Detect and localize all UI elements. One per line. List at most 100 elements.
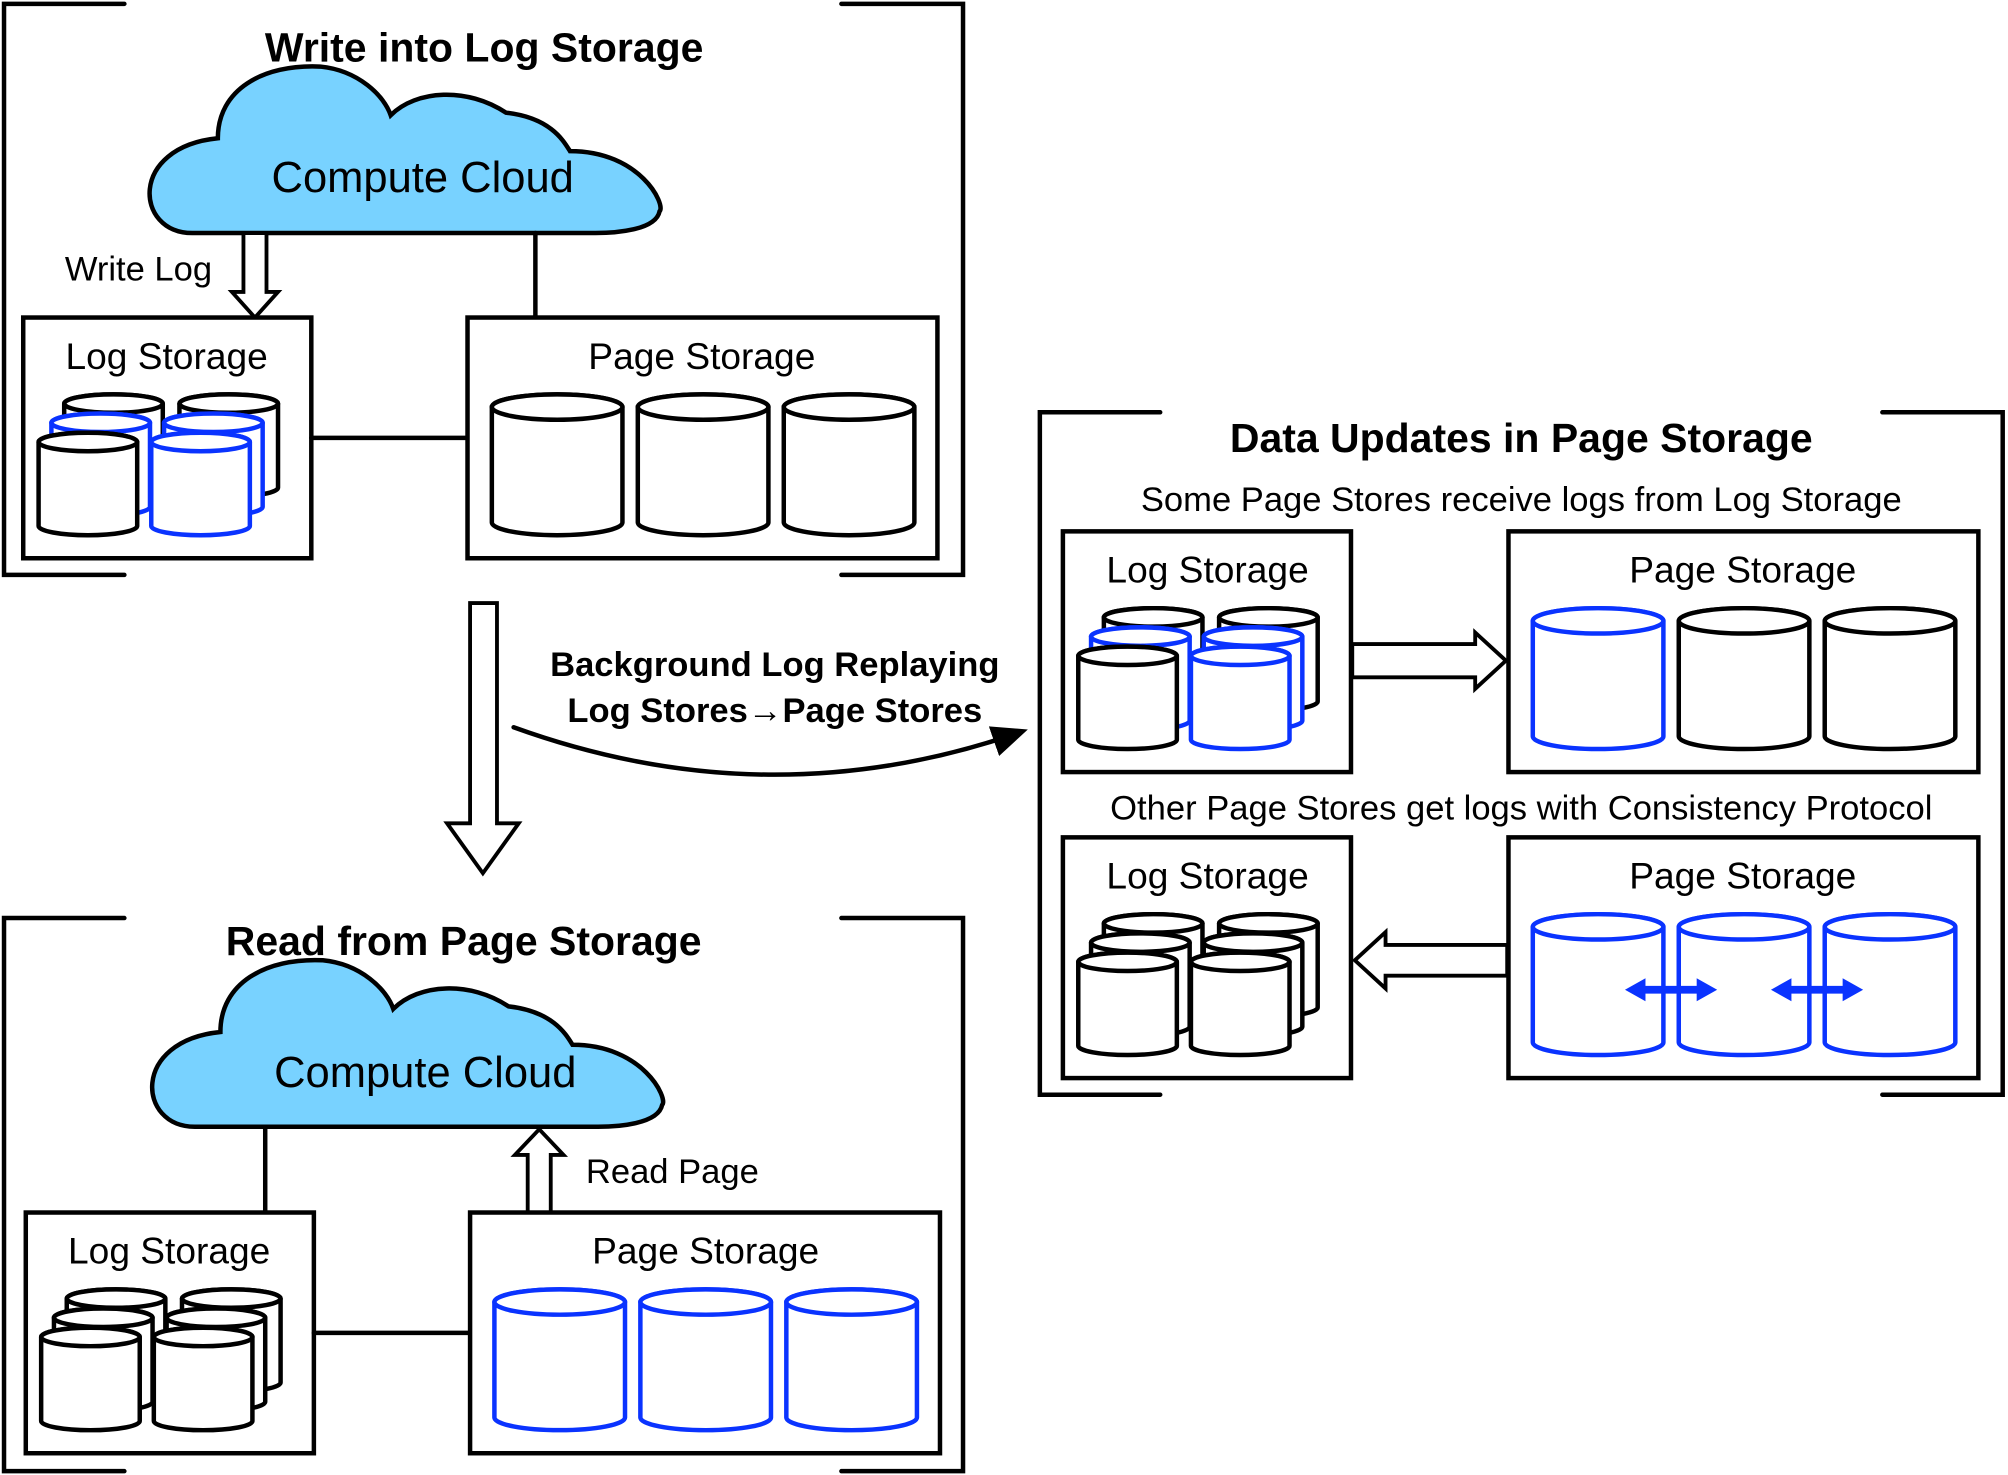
log-storage-cylinders [38,1287,283,1433]
page-storage-label: Page Storage [592,1230,819,1272]
cloud-icon [150,957,666,1129]
page-store-cylinder-icon [781,392,917,538]
consistency-arrow-1 [1624,978,1718,1002]
page-store-cylinder-icon [1676,605,1812,752]
cylinder-top [161,411,265,435]
cylinder-top [51,1306,155,1330]
log-store-cylinder-icon [1188,644,1292,752]
cylinder-top [1201,931,1305,955]
compute-cloud-write: Compute Cloud [147,64,663,236]
log-storage-label: Log Storage [68,1230,270,1272]
log-storage-cylinders [36,392,281,538]
cylinder-top [638,1287,774,1317]
log-to-page-arrow [1350,628,1509,694]
page-store-cylinder-icon [635,392,771,538]
cylinder-top [1101,605,1205,629]
cylinder-top [1822,605,1958,636]
cylinder-top [1088,625,1192,649]
cylinder-top [1088,931,1192,955]
cylinder-top [64,1287,168,1311]
read-panel-bracket-left [1,915,127,1474]
log-store-cylinder-icon [1076,644,1180,752]
cylinder-top [1676,911,1812,942]
write-panel: Write into Log Storage Compute Cloud Wri… [1,1,966,578]
section2-page-storage-label: Page Storage [1629,855,1856,897]
cylinder-top [1076,950,1180,974]
write-log-arrow [227,231,283,321]
cylinder-top [1530,605,1666,636]
log-storage-label: Log Storage [65,335,267,377]
panel-transition-down-arrow [443,601,523,877]
section2-log-storage-label: Log Storage [1106,855,1308,897]
cylinder-top [1101,911,1205,935]
page-store-cylinder-icon [1530,911,1666,1058]
log-store-cylinder-icon [38,1325,142,1433]
log-store-cylinder-icon [149,430,253,538]
double-arrow-icon [1624,978,1718,1002]
section2-page-storage-cylinders [1530,911,1958,1058]
log-store-cylinder-icon [151,1325,255,1433]
write-log-label: Write Log [65,250,212,288]
page-store-cylinder-icon [784,1287,920,1433]
cylinder-top [635,392,771,422]
consistency-arrow-2 [1770,978,1864,1002]
updates-panel-bracket-left [1037,410,1163,1097]
updates-panel-bracket-right [1880,410,2005,1097]
cylinder-top [1201,625,1305,649]
updates-panel: Data Updates in Page Storage Some Page S… [1037,410,2005,1097]
transition-label-line1: Background Log Replaying [550,646,999,684]
cylinder-top [784,1287,920,1317]
cylinder-top [1676,605,1812,636]
updates-panel-title: Data Updates in Page Storage [1230,415,1813,461]
cylinder-top [151,1325,255,1349]
page-to-log-arrow [1351,927,1510,993]
cylinder-top [61,392,166,416]
cylinder-top [149,430,253,454]
cylinder-top [1822,911,1958,942]
cylinder-top [1216,605,1320,629]
page-store-cylinder-icon [1822,605,1958,752]
cylinder-top [1076,644,1180,668]
page-store-cylinder-icon [1530,605,1666,752]
cloud-icon [147,64,663,236]
cylinder-top [49,411,153,435]
log-store-cylinder-icon [1188,950,1292,1058]
cylinder-top [1188,950,1292,974]
read-panel: Read from Page Storage Compute Cloud Rea… [1,915,966,1474]
cylinder-top [489,392,625,422]
cylinder-top [1216,911,1320,935]
write-panel-bracket-right [839,1,966,578]
log-store-cylinder-icon [1076,950,1180,1058]
read-page-label: Read Page [586,1153,759,1191]
read-page-arrow [510,1126,569,1215]
log-replay-curved-arrow [511,725,1028,777]
cylinder-top [1188,644,1292,668]
cloud-label: Compute Cloud [274,1049,576,1097]
cloud-label: Compute Cloud [272,154,574,202]
cylinder-top [36,430,140,454]
page-store-cylinder-icon [489,392,625,538]
page-store-cylinder-icon [638,1287,774,1433]
write-panel-bracket-left [1,1,127,578]
page-storage-label: Page Storage [588,335,815,377]
cylinder-top [781,392,917,422]
cylinder-top [1530,911,1666,942]
section2-caption: Other Page Stores get logs with Consiste… [1110,789,1932,827]
page-store-cylinder-icon [1822,911,1958,1058]
read-panel-title: Read from Page Storage [226,918,702,964]
cylinder-top [492,1287,628,1317]
double-arrow-icon [1770,978,1864,1002]
section1-caption: Some Page Stores receive logs from Log S… [1141,481,1902,519]
section1-log-storage-label: Log Storage [1106,549,1308,591]
write-panel-title: Write into Log Storage [265,24,704,70]
section2-log-storage-cylinders [1076,911,1320,1058]
page-storage-cylinders [492,1287,920,1433]
section1-page-storage-label: Page Storage [1629,549,1856,591]
transition-label-line2: Log Stores→Page Stores [567,692,982,730]
page-storage-cylinders [489,392,917,538]
page-store-cylinder-icon [492,1287,628,1433]
log-store-cylinder-icon [36,430,140,538]
section1-log-storage-cylinders [1076,605,1320,752]
cylinder-top [179,1287,283,1311]
